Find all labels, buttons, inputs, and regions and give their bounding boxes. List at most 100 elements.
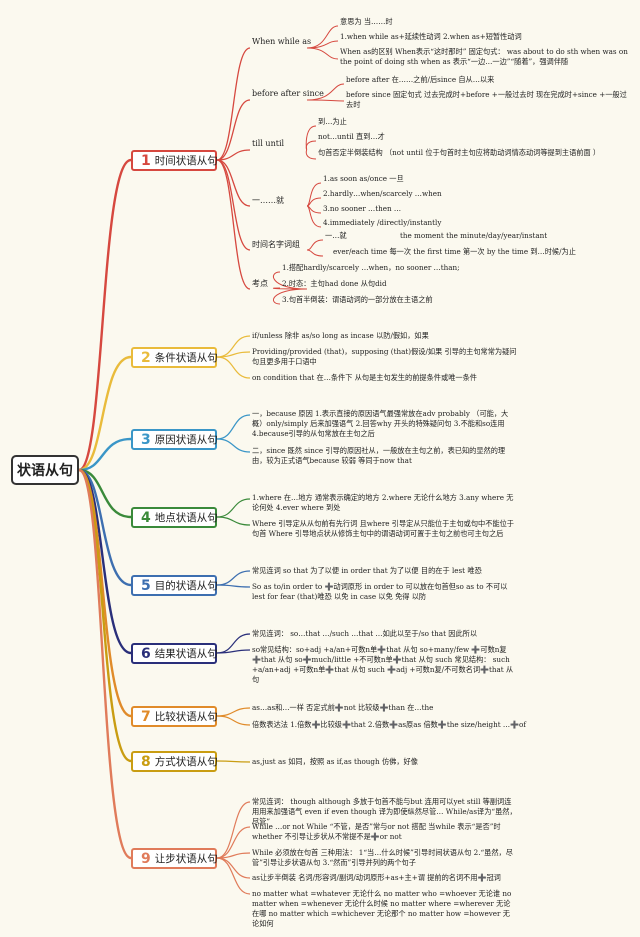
branch-number: 1 <box>141 152 151 169</box>
leaf: When as的区别 When表示“这时那时” 固定句式： was about … <box>340 47 628 66</box>
branch-condition[interactable]: 2 条件状语从句 <box>131 347 218 368</box>
connector <box>272 288 308 305</box>
branch-label: 原因状语从句 <box>154 434 218 446</box>
branch-number: 3 <box>141 431 151 448</box>
sub-when-while-as[interactable]: When while as <box>252 37 312 46</box>
connector <box>216 414 251 440</box>
connector <box>306 249 324 257</box>
connector <box>305 140 317 151</box>
leaf: 1.when while as+延续性动词 2.when as+短暂性动词 <box>340 32 522 41</box>
leaf: 意思为 当……时 <box>340 17 393 26</box>
leaf: before after 在……之前/后since 自从…以来 <box>346 75 495 84</box>
connector <box>216 649 251 654</box>
leaf: While …or not While “不管，是否”常与or not 搭配 当… <box>252 822 501 841</box>
connector <box>216 498 251 518</box>
branch-concession[interactable]: 9 让步状语从句 <box>131 848 218 869</box>
leaf: 1.where 在…地方 通常表示确定的地方 2.where 无论什么地方 3.… <box>252 493 514 512</box>
connector <box>306 99 345 102</box>
connector <box>306 182 322 207</box>
connector <box>216 356 251 379</box>
connector <box>78 468 132 860</box>
leaf: not…until 直到…才 <box>318 132 385 141</box>
connector <box>78 468 132 519</box>
branch-number: 8 <box>141 753 151 770</box>
leaf: as,just as 如同，按照 as if,as though 仿佛，好像 <box>252 757 418 766</box>
connector <box>216 159 251 207</box>
sub-time-phrases[interactable]: 时间名字词组 <box>252 240 300 249</box>
branch-reason[interactable]: 3 原因状语从句 <box>131 429 218 450</box>
leaf: 句首否定半倒装结构 （not until 位于句首时主句应将助动词情态动词等提到… <box>318 148 601 157</box>
leaf: the moment the minute/day/year/instant <box>400 231 548 240</box>
branch-label: 让步状语从句 <box>154 853 218 865</box>
branch-label: 方式状语从句 <box>154 756 218 768</box>
connector <box>78 437 132 472</box>
leaf: 二，since 既然 since 引导的原因社从，一般放在主句之前，表已知的显然… <box>252 446 506 465</box>
branch-place[interactable]: 4 地点状语从句 <box>131 507 218 528</box>
connector <box>216 707 251 717</box>
connector <box>216 801 251 859</box>
leaf: 到…为止 <box>318 117 347 126</box>
branch-label: 地点状语从句 <box>154 512 218 524</box>
branch-label: 条件状语从句 <box>154 352 218 364</box>
branch-manner[interactable]: 8 方式状语从句 <box>131 751 218 772</box>
leaf: 2.hardly…when/scarcely …when <box>323 189 442 198</box>
connector <box>216 438 251 453</box>
branch-result[interactable]: 6 结果状语从句 <box>131 643 218 664</box>
leaf: 一，because 原因 1.表示直接的原因语气最强常放在adv probabl… <box>252 409 509 438</box>
leaf: 4.immediately /directly/instantly <box>323 218 442 227</box>
branch-number: 4 <box>141 509 151 526</box>
leaf: as…as和…一样 否定式前➕not 比较级➕than 在…the <box>252 703 434 712</box>
connector <box>216 351 251 358</box>
branch-number: 7 <box>141 708 151 725</box>
connector <box>216 760 251 763</box>
leaf: as让步半倒装 名词/形容词/副词/动词原形+as+主+谓 提前的名词不用➕冠词 <box>252 873 501 882</box>
connector <box>306 205 322 228</box>
leaf: no matter what =whatever 无论什么 no matter … <box>252 889 512 928</box>
connector <box>216 826 251 859</box>
connector <box>306 25 339 49</box>
leaf: 一…就 <box>325 231 347 240</box>
connector <box>216 852 251 859</box>
branch-comparison[interactable]: 7 比较状语从句 <box>131 706 218 727</box>
leaf: on condition that 在…条件下 从句是主句发生的前提条件或唯一条… <box>252 373 477 382</box>
root-node[interactable]: 状语从句 <box>11 455 79 485</box>
branch-number: 6 <box>141 645 151 662</box>
connector <box>305 125 317 151</box>
connector <box>306 239 324 251</box>
sub-till-until[interactable]: till until <box>252 139 285 148</box>
connector <box>216 857 251 895</box>
branch-time[interactable]: 1 时间状语从句 <box>131 150 218 171</box>
connector <box>216 335 251 358</box>
connector <box>216 149 251 161</box>
sub-exam-points[interactable]: 考点 <box>252 279 268 288</box>
branch-label: 结果状语从句 <box>154 648 218 660</box>
branch-number: 5 <box>141 577 151 594</box>
leaf: 3.句首半倒装：谓语动词的一部分放在主语之前 <box>282 295 433 304</box>
connector <box>216 99 251 161</box>
leaf: 1.as soon as/once 一旦 <box>323 174 404 183</box>
connector <box>78 158 132 472</box>
leaf: Providing/provided (that)，supposing (tha… <box>252 347 517 366</box>
leaf: so常见结构：so+adj +a/an+可数n单➕that 从句 so+many… <box>252 645 514 684</box>
leaf: before since 固定句式 过去完成时+before +一般过去时 现在… <box>346 90 627 109</box>
connector <box>78 355 132 472</box>
leaf: 1.搭配hardly/scarcely …when，no sooner …tha… <box>282 263 460 272</box>
connector <box>216 715 251 726</box>
branch-label: 目的状语从句 <box>154 580 218 592</box>
leaf: 常见连词 so that 为了以便 in order that 为了以便 目的在… <box>252 566 482 575</box>
leaf: 3.no sooner …then … <box>323 204 402 213</box>
leaf: 常见连词： so…that …/such …that …如此以至于/so tha… <box>252 629 478 638</box>
leaf: 2.时态：主句had done 从句did <box>282 279 387 288</box>
connector <box>216 570 251 586</box>
sub-before-after-since[interactable]: before after since <box>252 89 324 98</box>
leaf: 倍数表达法 1.倍数➕比较级➕that 2.倍数➕as原as 倍数➕the si… <box>252 720 527 729</box>
sub-as-soon-as[interactable]: 一……就 <box>252 196 284 205</box>
leaf: if/unless 除非 as/so long as incase 以防/假如，… <box>252 331 429 340</box>
branch-number: 9 <box>141 850 151 867</box>
leaf: While 必须放在句首 三种用法： 1“当…什么时候”引导时间状语从句 2.“… <box>252 848 513 867</box>
connector <box>216 159 251 290</box>
leaf: 常见连词： though although 多放于句首不能与but 连用可以ye… <box>252 797 517 826</box>
branch-purpose[interactable]: 5 目的状语从句 <box>131 575 218 596</box>
connector <box>216 47 251 161</box>
